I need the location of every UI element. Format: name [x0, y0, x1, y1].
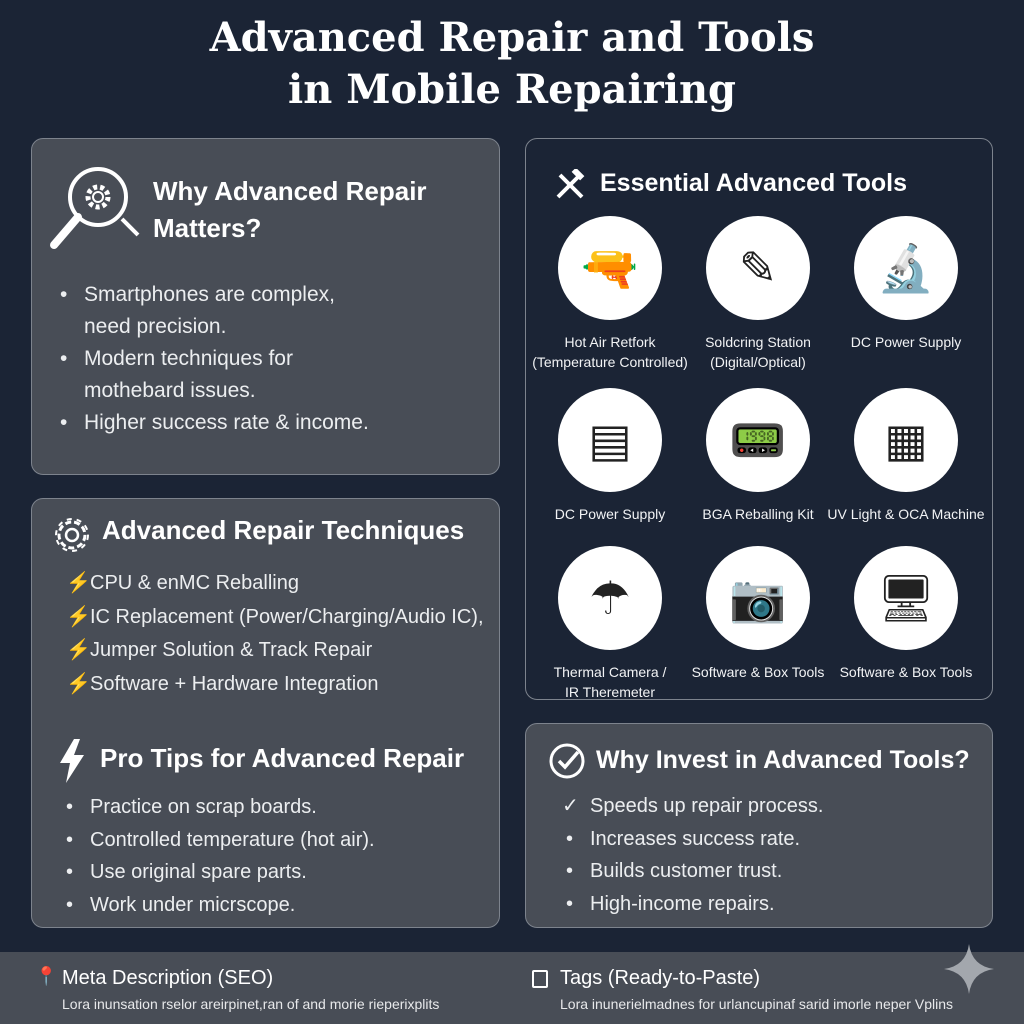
bolt-icon: ⚡	[66, 639, 91, 661]
microscope-icon: 🔬	[854, 216, 958, 320]
tool-item: 🔫 Hot Air Retfork (Temperature Controlled…	[532, 216, 688, 370]
footer: 📍 Meta Description (SEO) Lora inunsation…	[0, 944, 1024, 1024]
tool-item: 📷 Software & Box Tools	[692, 546, 824, 680]
tool-label: Software & Box Tools	[839, 664, 973, 680]
tags-text: Lora inunerielmadnes for urlancupinaf sa…	[560, 996, 953, 1012]
why-item: •Smartphones are complex, need precision…	[60, 283, 335, 338]
tip-item: •Work under micrscope.	[66, 893, 296, 916]
invest-item: •Builds customer trust.	[566, 860, 783, 882]
gear-icon	[55, 518, 89, 552]
tip-item: •Controlled temperature (hot air).	[66, 828, 375, 851]
bolt-icon: ⚡	[66, 605, 91, 628]
power-supply-icon: ▤	[558, 388, 662, 492]
tool-item: 🔬 DC Power Supply	[851, 216, 961, 350]
magnifier-gear-icon	[50, 167, 140, 249]
sparkle-icon	[944, 944, 994, 994]
tool-item: ☂ Thermal Camera / IR Theremeter	[554, 546, 666, 700]
hammer-wrench-icon	[556, 169, 585, 199]
tool-label: DC Power Supply	[850, 334, 962, 350]
soldering-iron-icon: ✎	[706, 216, 810, 320]
tag-icon	[532, 970, 548, 988]
tool-item: ▤ DC Power Supply	[555, 388, 665, 522]
tool-item: ✎ Soldcring Station (Digital/Optical)	[705, 216, 811, 370]
tip-item: •Practice on scrap boards.	[66, 796, 317, 818]
bolt-icon: ⚡	[66, 572, 91, 594]
why-item: •Modern techniques for mothebard issues.	[60, 347, 293, 402]
tips-heading: Pro Tips for Advanced Repair	[100, 743, 465, 773]
meta-text: Lora inunsation rselor areirpinet,ran of…	[62, 996, 440, 1012]
tool-label: Soldcring Station (Digital/Optical)	[705, 334, 811, 370]
tool-label: UV Light & OCA Machine	[827, 506, 985, 522]
tags-heading: Tags (Ready-to-Paste)	[560, 967, 761, 989]
meta-heading: Meta Description (SEO)	[62, 967, 274, 989]
location-pin-icon: 📍	[35, 966, 58, 986]
technique-item: ⚡Software + Hardware Integration	[62, 668, 484, 702]
technique-item: ⚡CPU & enMC Reballing	[62, 567, 484, 601]
invest-item: •High-income repairs.	[566, 892, 775, 915]
tool-label: Software & Box Tools	[691, 664, 825, 680]
multimeter-icon: 📟	[706, 388, 810, 492]
tool-label: Thermal Camera / IR Theremeter	[553, 664, 667, 700]
invest-item: •Increases success rate.	[566, 827, 801, 850]
technique-item: ⚡Jumper Solution & Track Repair	[62, 634, 484, 668]
techniques-panel: Advanced Repair Techniques ⚡CPU & enMC R…	[31, 498, 500, 928]
lightning-icon	[60, 739, 84, 783]
computer-icon: 🖥	[854, 546, 958, 650]
tester-icon: ▦	[854, 388, 958, 492]
thermal-camera-icon: ☂	[558, 546, 662, 650]
why-item: •Higher success rate & income.	[60, 411, 369, 434]
tool-item: ▦ UV Light & OCA Machine	[827, 388, 985, 522]
invest-item: ✓Speeds up repair process.	[562, 790, 823, 823]
tool-label: DC Power Supply	[554, 506, 666, 522]
check-circle-icon	[549, 743, 585, 779]
technique-item: ⚡IC Replacement (Power/Charging/Audio IC…	[62, 601, 484, 635]
camera-icon: 📷	[706, 546, 810, 650]
tool-item: 📟 BGA Reballing Kit	[702, 388, 814, 522]
tool-label: Hot Air Retfork (Temperature Controlled)	[532, 334, 688, 370]
check-icon: ✓	[562, 795, 579, 817]
invest-heading: Why Invest in Advanced Tools?	[596, 746, 970, 774]
techniques-heading: Advanced Repair Techniques	[102, 515, 465, 545]
tool-label: BGA Reballing Kit	[702, 506, 814, 522]
tools-heading: Essential Advanced Tools	[600, 169, 908, 197]
hot-air-gun-icon: 🔫	[558, 216, 662, 320]
tool-item: 🖥 Software & Box Tools	[840, 546, 972, 680]
tip-item: •Use original spare parts.	[66, 861, 307, 883]
bolt-icon: ⚡	[66, 672, 91, 695]
invest-panel: Why Invest in Advanced Tools? ✓Speeds up…	[525, 723, 993, 928]
